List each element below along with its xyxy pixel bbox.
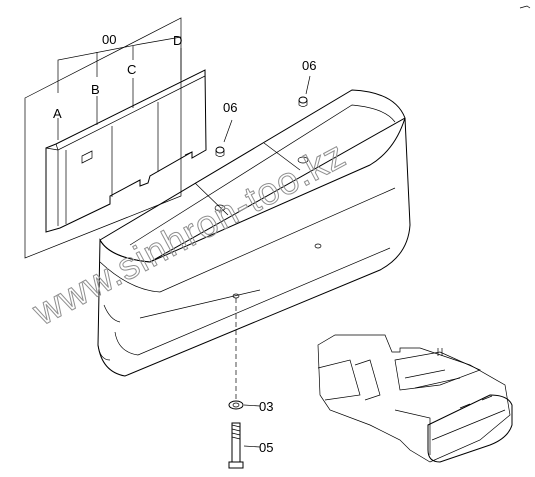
cap-right-leader — [305, 75, 311, 95]
label-03: 03 — [259, 399, 273, 414]
washer — [228, 400, 261, 410]
label-06-right: 06 — [302, 58, 316, 73]
bolt-head — [228, 461, 244, 469]
cover-plate-group — [24, 17, 207, 259]
cover-plates — [45, 69, 207, 233]
excavator-cab-door — [354, 359, 381, 401]
front-left-corner — [97, 344, 111, 361]
watermark-text: www.sinhron-too.kz — [26, 134, 353, 335]
label-b: B — [91, 82, 100, 97]
excavator-counterweight-highlight — [427, 394, 513, 463]
plate-notch — [184, 151, 193, 156]
bolt-leader — [243, 445, 261, 448]
front-upper-crease — [99, 187, 396, 293]
plate-top-edge — [45, 75, 206, 151]
front-hole-2 — [314, 243, 322, 249]
bolt — [228, 422, 261, 469]
bolt-shank — [231, 422, 241, 463]
excavator-side-line — [394, 409, 431, 455]
cap-left — [215, 119, 233, 157]
excavator-counterweight-crease — [431, 409, 506, 441]
excavator-exhaust — [437, 348, 443, 356]
top-panel-line-2 — [263, 142, 301, 171]
plate-a-edge — [55, 143, 59, 226]
counterweight — [97, 89, 411, 377]
corner-mark — [519, 5, 531, 9]
washer-leader — [243, 404, 261, 407]
bolt-thread — [231, 424, 241, 440]
front-groove — [139, 289, 261, 319]
lift-hole-2 — [297, 156, 309, 164]
group-frame — [24, 17, 182, 259]
bracket-00 — [57, 36, 182, 93]
label-a: A — [53, 106, 62, 121]
lift-hole-1 — [214, 204, 226, 212]
front-lower-crease — [114, 247, 391, 356]
label-06-left: 06 — [223, 100, 237, 115]
excavator-counterweight-marks — [459, 395, 493, 409]
cap-left-leader — [223, 119, 233, 143]
excavator-body-outline — [317, 334, 511, 463]
excavator-cab-window — [317, 359, 361, 401]
plate-hole — [81, 150, 93, 164]
label-d: D — [173, 33, 182, 48]
label-c: C — [127, 62, 136, 77]
excavator-engine-hood — [394, 351, 481, 391]
top-bevel-line — [129, 104, 396, 246]
watermark: www.sinhron-too.kz — [25, 133, 353, 335]
cap-right — [298, 75, 311, 107]
excavator-locator — [317, 334, 513, 463]
label-05: 05 — [259, 440, 273, 455]
excavator-hood-lines — [404, 369, 461, 389]
label-00: 00 — [102, 32, 116, 47]
top-panel-line-1 — [194, 182, 229, 216]
counterweight-front — [97, 117, 411, 377]
front-left-shade — [103, 304, 121, 323]
